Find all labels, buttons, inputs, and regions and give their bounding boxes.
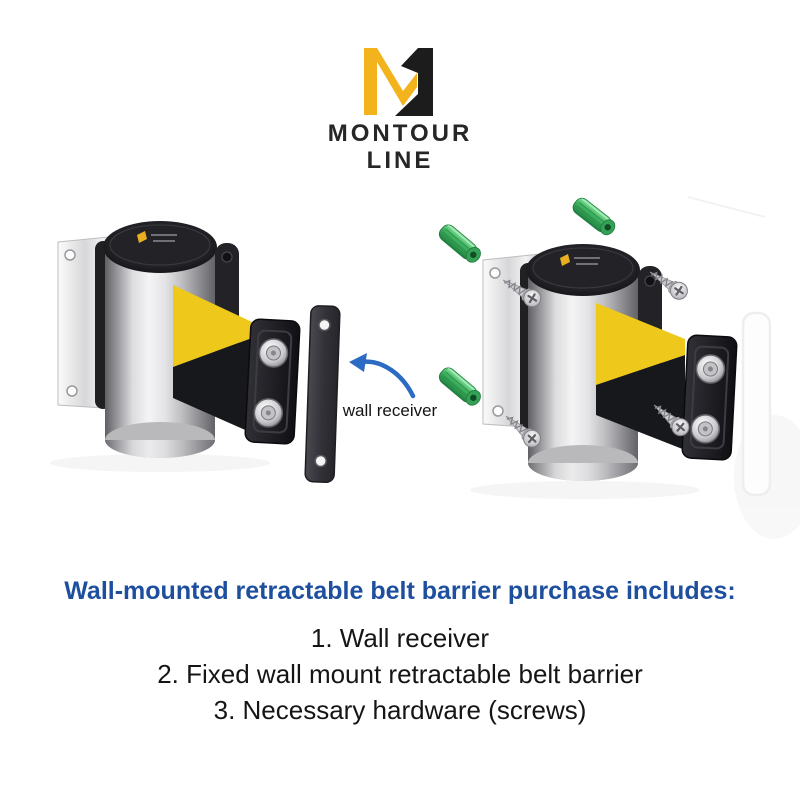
belt-barrier-with-receiver-illustration: [50, 221, 341, 483]
list-item: 1. Wall receiver: [310, 623, 490, 653]
belt-yellow-stripe: [596, 303, 685, 385]
cap-logo-mark-icon: [560, 254, 570, 266]
belt-end-clip: [244, 318, 301, 445]
belt-black-stripe: [596, 355, 685, 450]
montour-line-logo-icon: [364, 48, 433, 116]
retractable-belt: [173, 285, 252, 433]
barrel: [103, 221, 217, 458]
included-items-list: 1. Wall receiver 2. Fixed wall mount ret…: [0, 620, 800, 728]
wall-receiver-bar: [304, 305, 341, 483]
brand-line-1: MONTOUR: [327, 120, 473, 147]
logo-black-shape: [395, 48, 433, 116]
retractable-belt: [596, 303, 685, 450]
brand-line-2: LINE: [366, 147, 434, 174]
brand-name: MONTOUR LINE: [0, 120, 800, 174]
wall-receiver-label: wall receiver: [342, 401, 438, 420]
cap-label-text-lines: [574, 257, 600, 265]
belt-end-clip: [681, 334, 738, 461]
purchase-includes-section: Wall-mounted retractable belt barrier pu…: [0, 574, 800, 728]
belt-barrier-with-hardware-illustration: [435, 194, 800, 539]
cap-label-text-lines: [151, 234, 177, 242]
cap-logo-mark-icon: [137, 231, 147, 243]
list-item: 2. Fixed wall mount retractable belt bar…: [157, 659, 643, 689]
list-item: 3. Necessary hardware (screws): [213, 695, 587, 725]
ground-shadow: [50, 454, 270, 472]
section-heading: Wall-mounted retractable belt barrier pu…: [64, 577, 736, 605]
logo-yellow-shape: [364, 48, 417, 115]
belt-black-stripe: [173, 338, 252, 433]
background-ghost-shapes: [687, 196, 800, 539]
ground-shadow: [470, 481, 700, 499]
annotation-arrow-icon: [349, 353, 416, 399]
belt-yellow-stripe: [173, 285, 252, 367]
